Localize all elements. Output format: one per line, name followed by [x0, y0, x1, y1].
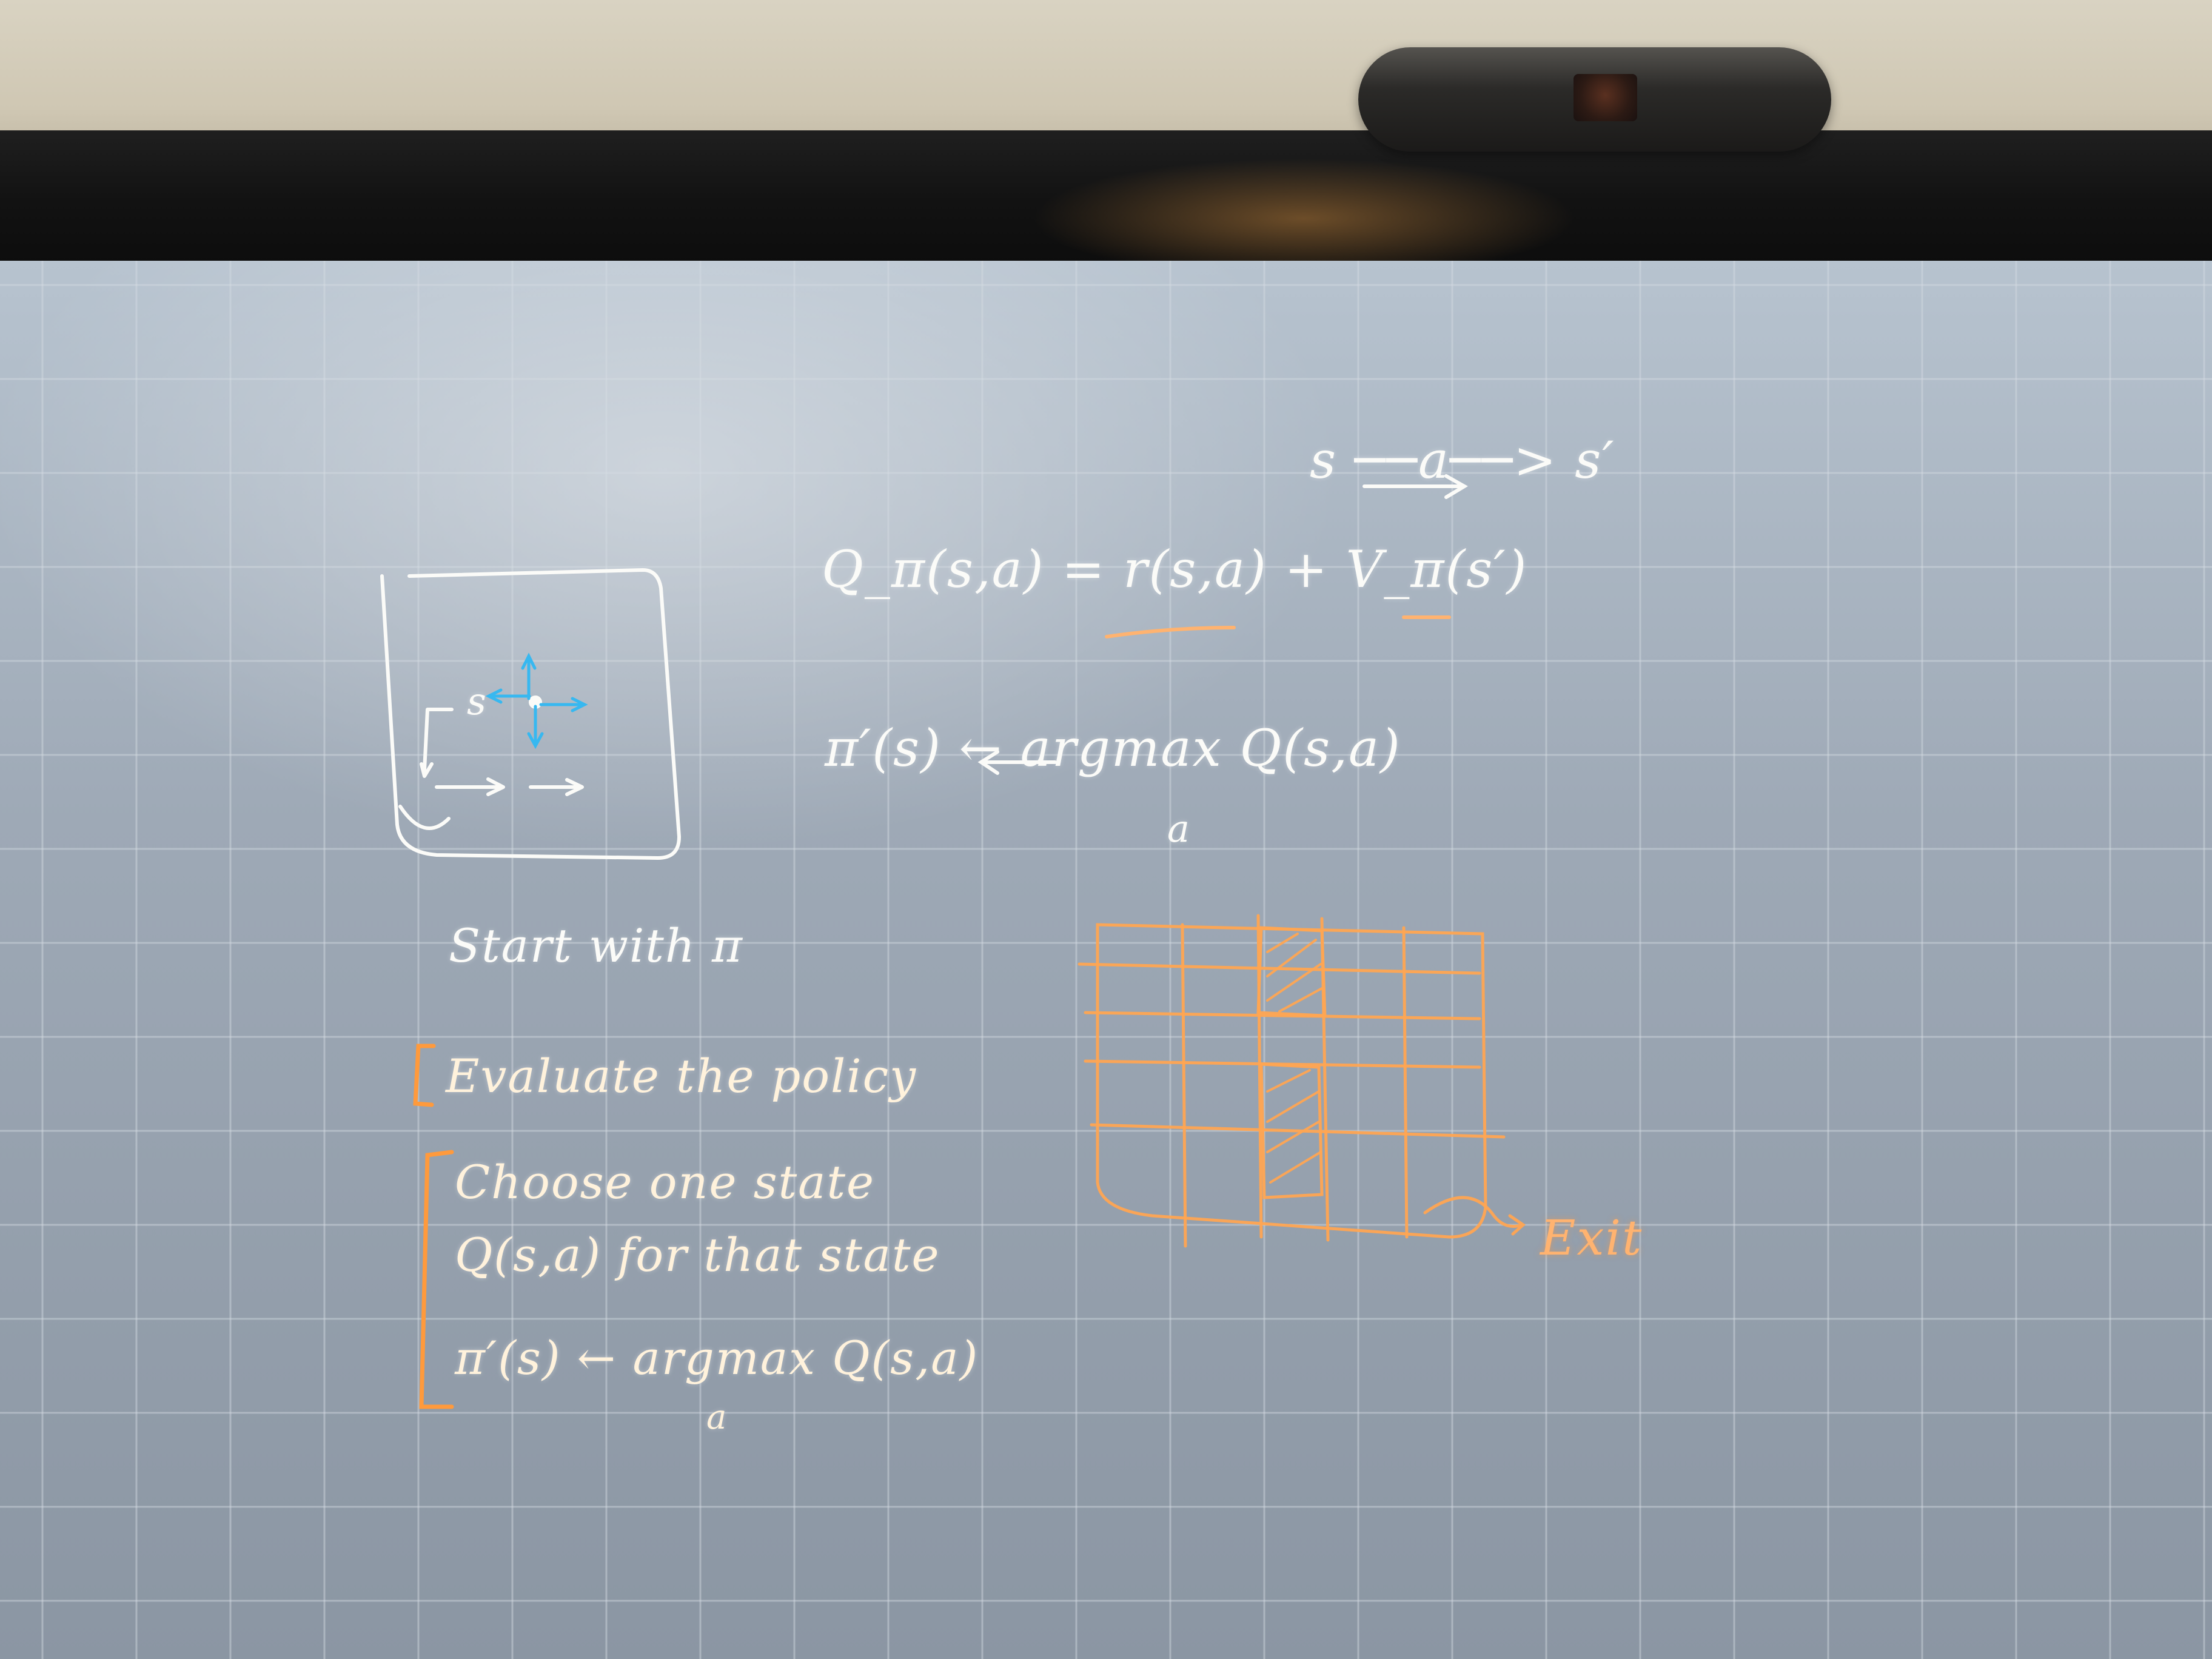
webcam-lens	[1574, 74, 1637, 121]
bezel-reflection	[1031, 158, 1577, 279]
transition-formula: s ──a──> s′	[1310, 431, 1615, 490]
maze-state-label: s	[467, 679, 488, 723]
argmax-subscript: a	[1167, 806, 1191, 851]
step-evaluate: Evaluate the policy	[446, 1049, 917, 1103]
exit-arrow	[1423, 1196, 1526, 1236]
grid-outline	[1096, 923, 1487, 1239]
wall-hatch-bottom	[1266, 1069, 1322, 1184]
grid-col-4	[1402, 926, 1409, 1239]
step-improve-subscript: a	[706, 1398, 728, 1437]
maze-wall-vertical	[423, 708, 454, 772]
wall-cell-top	[1256, 926, 1327, 1017]
q-equation-underlines	[1105, 615, 1451, 638]
whiteboard-grid	[0, 261, 2212, 1659]
maze-outline	[380, 568, 681, 860]
step-q-for-state: Q(s,a) for that state	[455, 1228, 940, 1282]
transition-arrow	[1362, 474, 1468, 499]
grid-col-1	[1181, 923, 1187, 1248]
action-right-arrow	[539, 697, 588, 712]
grid-row-1	[1078, 962, 1481, 975]
whiteboard-screen[interactable]: s ──a──> s′ Q_π(s,a) = r(s,a) + V_π(s′) …	[0, 261, 2212, 1659]
maze-return-curve	[398, 805, 451, 830]
q-value-equation: Q_π(s,a) = r(s,a) + V_π(s′)	[822, 540, 1528, 599]
maze-action-arrows	[485, 652, 588, 749]
exit-label: Exit	[1540, 1210, 1643, 1266]
action-up-arrow	[521, 652, 537, 700]
policy-update-formula: π′(s) ← argmax Q(s,a)	[825, 719, 1401, 778]
step-improve: π′(s) ← argmax Q(s,a)	[455, 1331, 979, 1385]
underline-reward	[1105, 626, 1236, 638]
grid-row-2	[1084, 1011, 1481, 1021]
step-start: Start with π	[449, 919, 743, 973]
bracket-evaluate	[413, 1044, 436, 1107]
action-down-arrow	[527, 705, 544, 749]
bracket-improve	[419, 1150, 454, 1409]
maze-down-arrow	[420, 762, 434, 778]
maze-sketch	[380, 568, 681, 860]
maze-arrow-2	[529, 778, 584, 796]
maze-arrow-1	[435, 777, 505, 796]
action-left-arrow	[485, 688, 531, 704]
wall-hatch-top	[1266, 933, 1323, 1013]
step-brackets	[413, 1044, 454, 1409]
step-choose: Choose one state	[455, 1155, 875, 1209]
grid-world-sketch	[1078, 914, 1526, 1248]
grid-row-4	[1090, 1123, 1506, 1139]
policy-arrow	[977, 750, 1057, 775]
wall-cell-bottom	[1259, 1062, 1324, 1199]
whiteboard-ink	[380, 474, 1526, 1409]
